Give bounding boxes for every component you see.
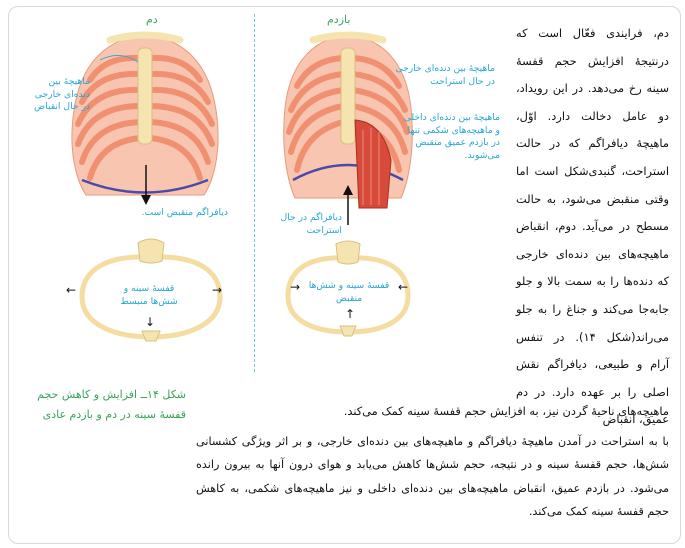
inhale-cross-section (79, 238, 223, 342)
paragraph-inhalation-end: ماهیچه‌های ناحیهٔ گردن نیز، به افزایش حج… (343, 404, 669, 418)
label-inhale-chest: قفسهٔ سینه و شش‌ها منبسط (120, 283, 178, 307)
label-inhale-diaphragm: دیافراگم منقبض است. (141, 207, 228, 218)
page-frame (8, 6, 681, 544)
paragraph-inhalation: دم، فرایندی فعّال است که درنتیجهٔ افزایش… (516, 26, 669, 427)
exhale-cross-section (285, 240, 411, 337)
inhale-bottom-arrow: ↓ (145, 315, 156, 329)
inhale-down-arrow (141, 165, 151, 205)
exhale-up-arrow (343, 185, 353, 225)
exhale-bottom-arrow: ↑ (345, 307, 356, 321)
title-exhale: بازدم (327, 13, 351, 26)
figure-caption: شکل ۱۴ــ افزایش و کاهش حجم قفسهٔ سینه در… (37, 388, 186, 421)
inhale-ribcage-illustration (71, 31, 219, 196)
exhale-right-arrow: ← (398, 280, 409, 294)
exhale-left-arrow: → (290, 280, 301, 294)
label-exhale-chest: قفسهٔ سینه و شش‌ها منقبض (308, 280, 390, 304)
label-exhale-muscles: ماهیچهٔ بین دنده‌ای خارجی در حال استراحت (395, 63, 495, 87)
inhale-right-arrow: → (212, 283, 223, 297)
label-inhale-muscles: ماهیچهٔ بین دنده‌ای خارجی در حال انقباض (34, 76, 90, 112)
abdominal-muscle (354, 119, 392, 209)
exhale-ribcage-illustration (283, 31, 413, 209)
label-exhale-diaphragm: دیافراگم در حال استراحت (280, 212, 342, 236)
inhale-left-arrow: ← (66, 283, 77, 297)
label-exhale-inner: ماهیچهٔ بین دنده‌ای داخلی و ماهیچه‌های ش… (403, 112, 500, 161)
paragraph-exhalation: با به استراحت در آمدن ماهیچهٔ دیافراگم و… (196, 435, 669, 519)
title-inhale: دم (146, 13, 158, 26)
figure-divider (254, 14, 255, 372)
